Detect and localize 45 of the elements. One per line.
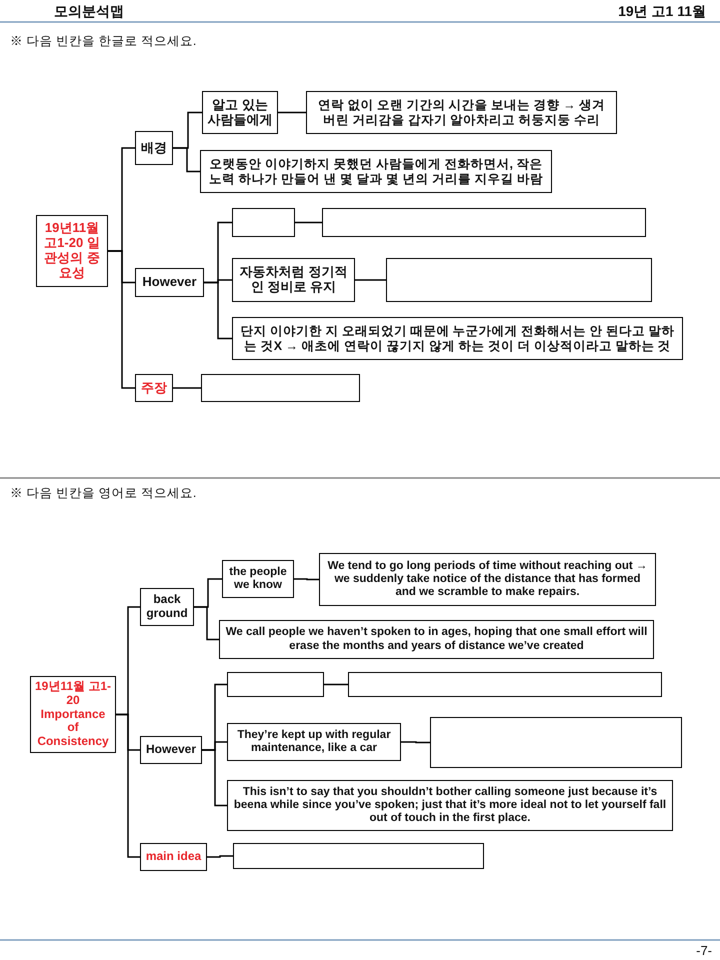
topic-box: 19년11월 고1-20 Importance of Consistency bbox=[30, 676, 116, 753]
connector-line bbox=[295, 222, 322, 224]
connector-line bbox=[324, 684, 348, 686]
phrase-box: 알고 있는 사람들에게 bbox=[202, 91, 278, 134]
connector-line bbox=[207, 855, 233, 858]
connector-line bbox=[204, 282, 232, 340]
phrase-box: the people we know bbox=[222, 560, 294, 598]
page-title: 모의분석맵 bbox=[54, 3, 124, 21]
category-box: main idea bbox=[140, 843, 207, 871]
category-box: 주장 bbox=[135, 374, 173, 402]
summary-box: 단지 이야기한 지 오래되었기 때문에 누군가에게 전화해서는 안 된다고 말하는 것X → 애초에 연락이 끊기지 않게 하는 것이 더 이상적이라고 말하는 것 bbox=[232, 317, 683, 360]
instruction-text: ※ 다음 빈칸을 영어로 적으세요. bbox=[10, 485, 196, 502]
summary-box: 연락 없이 오랜 기간의 시간을 보내는 경향 → 생겨 버린 거리감을 갑자기 알아차리고 허둥지둥 수리 bbox=[306, 91, 617, 134]
answer-box bbox=[233, 843, 484, 869]
category-box: back ground bbox=[140, 588, 194, 626]
answer-box bbox=[386, 258, 652, 302]
connector-line bbox=[173, 387, 201, 389]
connector-line bbox=[278, 112, 306, 114]
connector-line bbox=[401, 741, 430, 744]
answer-box bbox=[232, 208, 295, 237]
connector-line bbox=[173, 147, 200, 172]
connector-line bbox=[116, 714, 140, 858]
page-number: -7- bbox=[696, 943, 712, 958]
category-box: However bbox=[140, 736, 202, 764]
phrase-box: 자동차처럼 정기적인 정비로 유지 bbox=[232, 258, 355, 302]
connector-line bbox=[202, 749, 227, 806]
answer-box bbox=[430, 717, 682, 768]
category-box: However bbox=[135, 268, 204, 297]
phrase-box: They’re kept up with regular maintenance, like a car bbox=[227, 723, 401, 761]
summary-box: We call people we haven’t spoken to in ages, hoping that one small effort will erase the months and years of distance we’ve created bbox=[219, 620, 654, 659]
answer-box bbox=[201, 374, 360, 402]
answer-box bbox=[348, 672, 662, 697]
category-box: 배경 bbox=[135, 131, 173, 165]
summary-box: This isn’t to say that you shouldn’t bother calling someone just because it’s beena while since you’ve spoken; just that it’s more ideal not to let yourself fall out of touch in the first place. bbox=[227, 780, 673, 831]
topic-box: 19년11월 고1-20 일관성의 중요성 bbox=[36, 215, 108, 287]
connector-line bbox=[194, 606, 219, 640]
header-date: 19년 고1 11월 bbox=[618, 3, 706, 21]
connector-line bbox=[355, 279, 386, 281]
summary-box: 오랫동안 이야기하지 못했던 사람들에게 전화하면서, 작은 노력 하나가 만들어 낸 몇 달과 몇 년의 거리를 지우길 바람 bbox=[200, 150, 552, 193]
answer-box bbox=[227, 672, 324, 697]
answer-box bbox=[322, 208, 646, 237]
connector-line bbox=[108, 250, 135, 389]
summary-box: We tend to go long periods of time without reaching out → we suddenly take notice of the distance that has formed and we scramble to make repairs. bbox=[319, 553, 656, 606]
connector-line bbox=[294, 578, 319, 580]
instruction-text: ※ 다음 빈칸을 한글로 적으세요. bbox=[10, 33, 196, 50]
